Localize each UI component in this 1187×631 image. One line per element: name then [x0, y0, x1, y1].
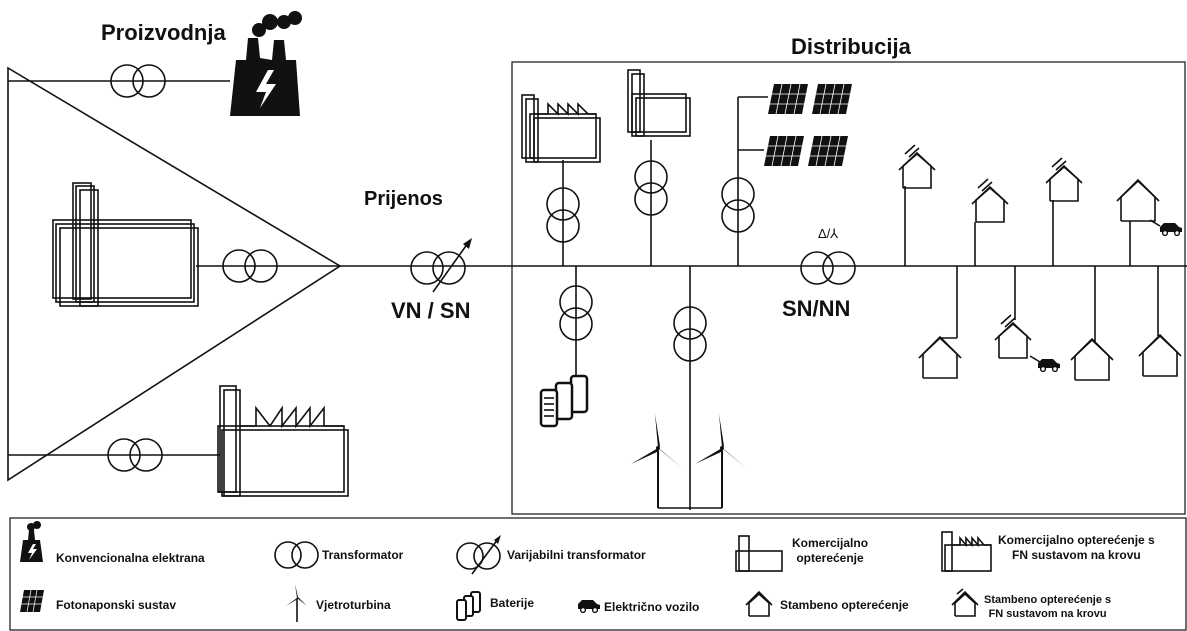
legend-commercial-pv-line1: Komercijalno opterećenje s [998, 533, 1155, 547]
commercial-generator-icon [52, 182, 199, 307]
factory-pv-icon [217, 385, 349, 497]
legend-residential-label: Stambeno opterećenje [780, 598, 909, 612]
legend-commercial-label: Komercijalno opterećenje [792, 536, 868, 566]
legend-residential-pv-line2: FN sustavom na krovu [988, 608, 1107, 620]
power-plant-connection [8, 64, 230, 98]
wind-turbine-icon [630, 413, 747, 509]
legend-electric-vehicle-icon [577, 599, 601, 614]
batteries-icon [539, 374, 589, 428]
legend-transformer-icon [274, 541, 319, 569]
legend-pv-icon [20, 589, 44, 613]
legend-batteries-label: Baterije [490, 596, 535, 610]
wind-feeder [658, 266, 722, 510]
production-label: Proizvodnja [101, 20, 226, 45]
commercial-feeder [627, 69, 691, 266]
legend-commercial-pv-icon [941, 531, 992, 572]
mv-lv-label: SN/NN [782, 296, 851, 321]
legend-house-icon [745, 590, 773, 617]
electric-vehicle-icon [1029, 219, 1183, 373]
legend-transformer-label: Transformator [322, 548, 404, 562]
transformer-mv-lv [800, 251, 856, 285]
legend-batteries-icon [456, 591, 481, 621]
house-pv-icon [898, 144, 1182, 381]
legend-variable-transformer-label: Varijabilni transformator [507, 548, 646, 562]
legend-pv-label: Fotonaponski sustav [56, 598, 177, 612]
pv-panel-icon [763, 83, 853, 167]
legend-commercial-icon [735, 535, 783, 572]
battery-feeder [559, 266, 593, 376]
hv-mv-label: VN / SN [391, 298, 471, 323]
legend-commercial-pv-line2: FN sustavom na krovu [1012, 548, 1141, 562]
distribution-label: Distribucija [791, 34, 911, 59]
legend-commercial-pv-label: Komercijalno opterećenje s FN sustavom n… [998, 533, 1155, 563]
legend-wind-turbine-icon [286, 584, 307, 622]
transmission-triangle [7, 66, 342, 482]
legend-commercial-line2: opterećenje [796, 551, 864, 565]
distribution-area [511, 61, 1186, 515]
variable-transformer-hv-mv [410, 238, 472, 293]
legend-house-pv-icon [951, 588, 979, 617]
legend-wind-turbine-label: Vjetroturbina [316, 598, 391, 612]
legend-residential-pv-label: Stambeno opterećenje s FN sustavom na kr… [984, 593, 1111, 621]
residential-feeders [904, 186, 1159, 342]
pv-feeder [721, 96, 768, 266]
commercial-pv-feeder [521, 94, 601, 266]
factory-connection [8, 438, 220, 472]
delta-star-label: Δ/⅄ [818, 226, 839, 241]
conventional-plant-icon [230, 11, 302, 116]
legend-conventional-plant-icon [20, 521, 43, 562]
transmission-label: Prijenos [364, 188, 443, 210]
legend-commercial-line1: Komercijalno [792, 536, 869, 550]
legend-conventional-plant-label: Konvencionalna elektrana [56, 551, 205, 565]
legend-variable-transformer-icon [456, 535, 501, 575]
generator-connection [196, 249, 340, 283]
legend-electric-vehicle-label: Električno vozilo [604, 600, 700, 614]
legend-box [9, 517, 1187, 631]
legend-residential-pv-line1: Stambeno opterećenje s [984, 594, 1112, 606]
